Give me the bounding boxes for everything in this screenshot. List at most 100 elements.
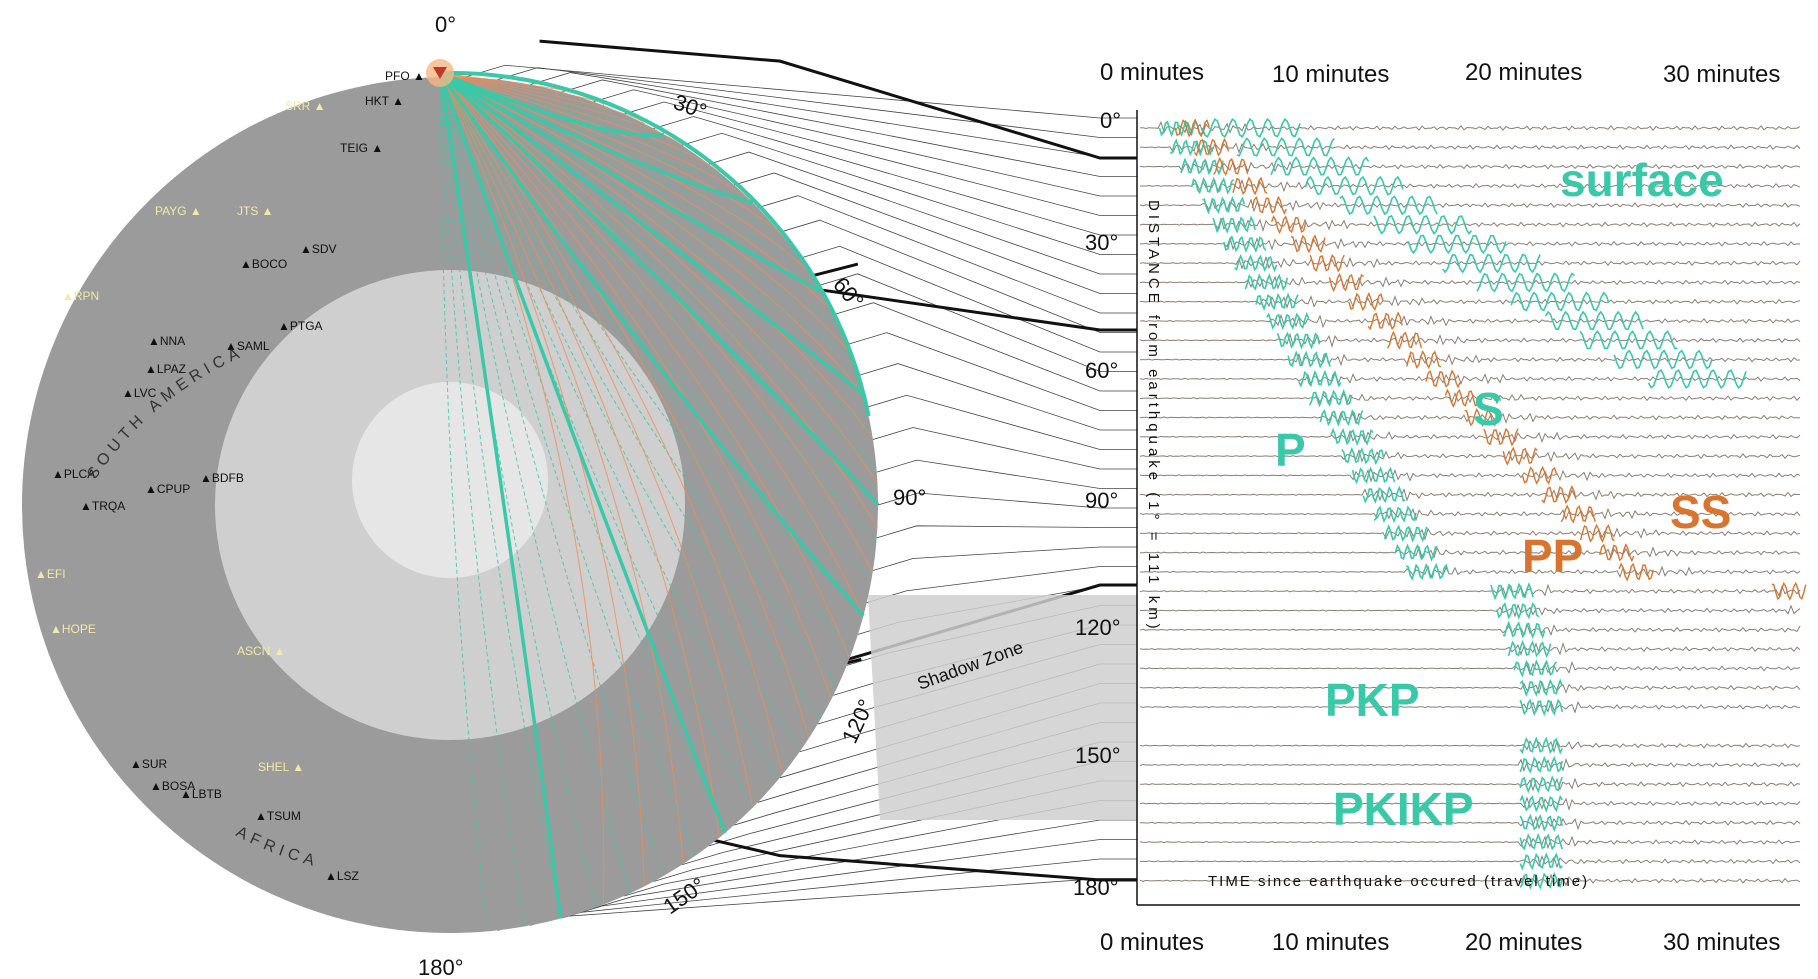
p-phase-burst xyxy=(1519,698,1564,717)
p-phase-burst xyxy=(1298,369,1342,388)
surface-wave-burst xyxy=(1304,175,1404,196)
bracket-line xyxy=(623,101,1137,216)
s-ray xyxy=(439,72,878,528)
angle-label-30: 30° xyxy=(670,89,710,124)
seismogram-trace xyxy=(1139,448,1801,463)
bracket-line xyxy=(872,427,1137,470)
bracket-line xyxy=(817,273,1137,372)
seismogram-trace xyxy=(1139,391,1801,406)
p-phase-burst xyxy=(1519,755,1564,774)
s-phase-burst xyxy=(1290,234,1326,254)
seismogram-trace xyxy=(1139,835,1801,850)
s-phase-burst xyxy=(1521,465,1558,485)
surface-wave-burst xyxy=(1339,195,1438,216)
s-phase-burst xyxy=(1213,156,1249,177)
s-ray xyxy=(439,72,684,864)
p-ray-bold xyxy=(438,71,865,617)
p-phase-burst xyxy=(1507,639,1552,659)
seismogram-trace xyxy=(1140,777,1801,792)
bracket-line xyxy=(681,132,1137,255)
time-label-top-30: 30 minutes xyxy=(1663,61,1780,88)
seismogram-trace xyxy=(1139,507,1801,522)
p-ray-dotted xyxy=(439,72,726,834)
station-label: PFO ▲ xyxy=(385,69,425,83)
p-ray-dotted xyxy=(439,72,779,781)
distance-label-60: 60° xyxy=(1085,358,1118,383)
p-phase-burst xyxy=(1158,119,1202,138)
seismogram-trace xyxy=(1139,352,1801,367)
time-label-bottom-30: 30 minutes xyxy=(1663,929,1780,956)
s-ray xyxy=(439,72,567,93)
s-ray xyxy=(439,72,851,659)
seismogram-trace xyxy=(1139,527,1801,541)
p-phase-burst xyxy=(1276,331,1321,350)
seismogram-trace xyxy=(1139,545,1801,559)
s-phase-burst xyxy=(1328,272,1364,293)
s-ray xyxy=(439,72,753,203)
seismogram-trace xyxy=(1139,468,1801,483)
phase-label-pp: PP xyxy=(1522,530,1583,582)
p-phase-burst xyxy=(1519,832,1564,851)
s-phase-burst xyxy=(1502,446,1538,466)
station-label: JTS ▲ xyxy=(237,204,274,218)
p-phase-burst xyxy=(1330,427,1374,446)
phase-label-p: P xyxy=(1275,424,1306,476)
p-phase-burst xyxy=(1223,234,1267,253)
time-label-top-20: 20 minutes xyxy=(1465,59,1582,86)
y-axis-label: DISTANCE from earthquake (1° = 111 km) xyxy=(1145,200,1162,633)
s-phase-burst xyxy=(1464,408,1500,428)
p-phase-burst xyxy=(1490,581,1534,601)
s-phase-burst xyxy=(1599,543,1635,563)
station-label: ▲RPN xyxy=(62,289,99,303)
station-label: ▲TRQA xyxy=(80,499,125,513)
station-label: ▲PLCA xyxy=(52,467,95,481)
seismogram-trace xyxy=(1140,815,1801,831)
inner-core xyxy=(352,382,548,578)
surface-wave-burst xyxy=(1647,368,1747,390)
p-phase-burst xyxy=(1513,659,1558,678)
s-phase-burst xyxy=(1367,311,1403,331)
phase-label-surface: surface xyxy=(1560,154,1724,206)
p-ray-bold xyxy=(438,72,563,919)
seismogram-trace xyxy=(1139,564,1801,580)
time-label-top-10: 10 minutes xyxy=(1272,61,1389,88)
station-label: SHEL ▲ xyxy=(258,760,304,774)
earth-cross-section: PFO ▲HKT ▲TEIG ▲▲SDV▲BOCO▲PTGA▲SAML▲NNA▲… xyxy=(22,12,1138,979)
station-label: TEIG ▲ xyxy=(340,141,383,155)
bracket-line xyxy=(866,394,1137,450)
seismogram-trace xyxy=(1139,641,1801,656)
p-phase-burst xyxy=(1362,485,1406,504)
p-phase-burst xyxy=(1519,775,1563,794)
seismogram-trace xyxy=(1139,371,1801,386)
p-ray-bold xyxy=(438,71,880,507)
seismogram-trace xyxy=(1139,487,1801,502)
station-label: HKT ▲ xyxy=(365,94,404,108)
s-ray xyxy=(439,72,754,808)
seismogram-trace xyxy=(1139,255,1801,270)
s-ray xyxy=(439,72,783,237)
station-label: ▲SAML xyxy=(225,339,270,353)
station-label: ▲LVC xyxy=(122,386,157,400)
x-axis-label: TIME since earthquake occured (travel ti… xyxy=(1208,873,1589,890)
station-label: ▲LSZ xyxy=(325,869,359,883)
s-ray xyxy=(439,72,864,616)
station-label: PAYG ▲ xyxy=(155,204,202,218)
p-ray-bold xyxy=(439,71,822,293)
p-phase-burst xyxy=(1519,678,1563,697)
bracket-line-bold xyxy=(779,262,1137,332)
p-ray-dotted xyxy=(439,72,864,617)
seismogram-trace xyxy=(1139,583,1801,599)
s-ray xyxy=(439,72,874,439)
p-phase-burst xyxy=(1190,176,1235,195)
s-phase-burst xyxy=(1251,195,1287,215)
seismogram-trace xyxy=(1139,699,1801,714)
p-ray-dotted xyxy=(439,72,822,720)
s-ray xyxy=(439,72,810,739)
p-ray-dotted xyxy=(439,72,839,687)
bracket-line xyxy=(846,332,1137,411)
p-ray-dotted xyxy=(439,72,877,543)
distance-label-30: 30° xyxy=(1085,230,1118,255)
s-phase-burst xyxy=(1618,562,1654,582)
seismogram-trace xyxy=(1139,332,1801,348)
bracket-line xyxy=(877,492,1137,509)
